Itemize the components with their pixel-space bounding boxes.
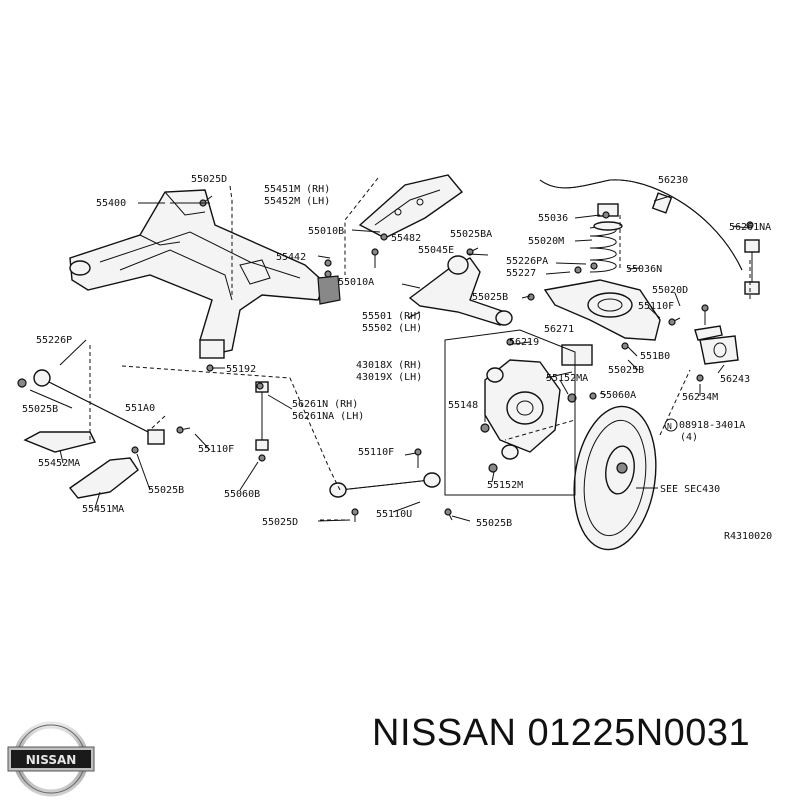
- label-55036N: 55036N: [626, 264, 662, 275]
- label-55148: 55148: [448, 400, 478, 411]
- knuckle-drawing: [484, 359, 561, 460]
- label-56271: 56271: [544, 324, 574, 335]
- label-55020M: 55020M: [528, 236, 564, 247]
- label-55110F-center: 55110F: [358, 447, 394, 458]
- label-55025D-top: 55025D: [191, 174, 227, 185]
- nissan-logo: NISSAN: [7, 721, 95, 797]
- upper-link-plate-drawing: [358, 174, 464, 239]
- label-55060A: 55060A: [600, 390, 636, 401]
- nut-symbol-icon: [664, 418, 678, 432]
- label-55400: 55400: [96, 198, 126, 209]
- label-56230: 56230: [658, 175, 688, 186]
- label-55501-rh: 55501 (RH): [362, 311, 422, 322]
- lower-arm-drawing: [543, 279, 661, 341]
- label-55110U: 55110U: [376, 509, 412, 520]
- label-55502-lh: 55502 (LH): [362, 323, 422, 334]
- diagram-code: R4310020: [724, 531, 772, 542]
- label-55452MA: 55452MA: [38, 458, 80, 469]
- label-55025D-bottom: 55025D: [262, 517, 298, 528]
- label-55442: 55442: [276, 252, 306, 263]
- coil-spring-drawing: [589, 203, 623, 273]
- label-55110F-right: 55110F: [638, 301, 674, 312]
- brake-disc-drawing: [573, 405, 657, 551]
- label-55025B-knuckle: 55025B: [608, 365, 644, 376]
- label-56261NA: 56261NA: [729, 222, 771, 233]
- label-55227: 55227: [506, 268, 536, 279]
- rear-subframe-drawing: [69, 189, 341, 359]
- lateral-link-drawing: [33, 369, 165, 445]
- label-551B0: 551B0: [640, 351, 670, 362]
- label-56243: 56243: [720, 374, 750, 385]
- leader-lines: [29, 177, 751, 522]
- label-55060B: 55060B: [224, 489, 260, 500]
- bracket-drawings: [23, 431, 139, 499]
- label-55192: 55192: [226, 364, 256, 375]
- label-55036: 55036: [538, 213, 568, 224]
- label-08918-3401A: 08918-3401A: [679, 420, 745, 431]
- label-551A0: 551A0: [125, 403, 155, 414]
- logo-text: NISSAN: [26, 753, 77, 767]
- label-55020D: 55020D: [652, 285, 688, 296]
- label-43019X-lh: 43019X (LH): [356, 372, 422, 383]
- label-55452M-lh: 55452M (LH): [264, 196, 330, 207]
- stabilizer-bushing-drawing: [694, 325, 739, 365]
- label-56261N-rh: 56261N (RH): [292, 399, 358, 410]
- label-quantity-4: (4): [680, 432, 698, 443]
- upper-arm-drawing: [408, 255, 513, 326]
- label-55025B-arm: 55025B: [472, 292, 508, 303]
- nut-symbol-letter: N: [667, 422, 672, 431]
- label-55010A: 55010A: [338, 277, 374, 288]
- label-55025B-bracket: 55025B: [148, 485, 184, 496]
- label-56219: 56219: [509, 337, 539, 348]
- part-number-title: NISSAN 01225N0031: [372, 712, 751, 754]
- lower-link-drawing: [329, 472, 441, 498]
- label-55451M-rh: 55451M (RH): [264, 184, 330, 195]
- label-55010B: 55010B: [308, 226, 344, 237]
- label-55025B-bottom: 55025B: [476, 518, 512, 529]
- label-55025BA: 55025BA: [450, 229, 492, 240]
- stabilizer-link-drawing: [255, 381, 269, 451]
- callout-labels: 55025D 55400 55451M (RH) 55452M (LH) 562…: [22, 174, 772, 542]
- label-55226P: 55226P: [36, 335, 72, 346]
- exploded-parts-diagram: 55025D 55400 55451M (RH) 55452M (LH) 562…: [17, 174, 772, 551]
- label-43018X-rh: 43018X (RH): [356, 360, 422, 371]
- stabilizer-bar-drawing: [539, 179, 760, 295]
- label-55045E: 55045E: [418, 245, 454, 256]
- label-see-sec430: SEE SEC430: [660, 484, 720, 495]
- label-55451MA: 55451MA: [82, 504, 124, 515]
- label-55152MA: 55152MA: [546, 373, 588, 384]
- label-55482: 55482: [391, 233, 421, 244]
- label-56261NA-lh: 56261NA (LH): [292, 411, 364, 422]
- label-55025B-left: 55025B: [22, 404, 58, 415]
- label-55226PA: 55226PA: [506, 256, 548, 267]
- label-55110F-left: 55110F: [198, 444, 234, 455]
- label-56234M: 56234M: [682, 392, 718, 403]
- label-55152M: 55152M: [487, 480, 523, 491]
